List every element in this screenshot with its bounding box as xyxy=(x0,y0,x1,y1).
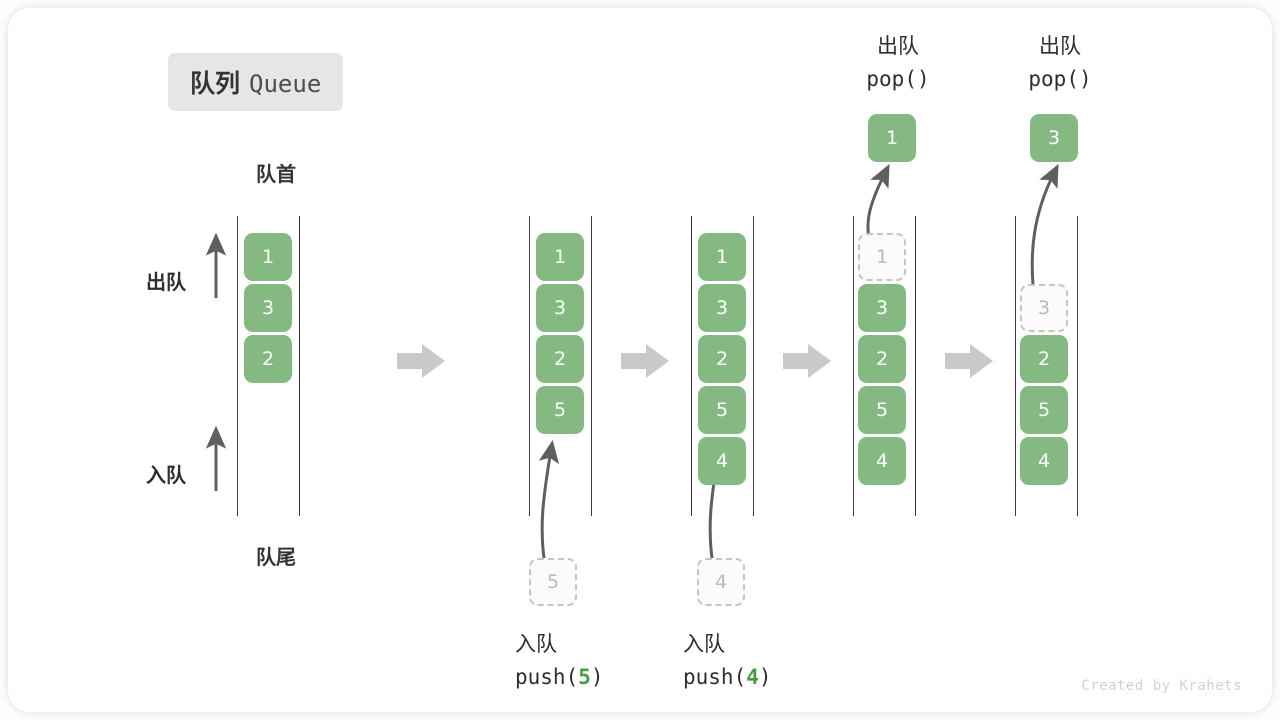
queue-rail-left-4 xyxy=(853,216,854,516)
queue-cell: 4 xyxy=(1020,437,1068,485)
transition-arrow-2 xyxy=(621,344,669,378)
queue-rail-left-3 xyxy=(691,216,692,516)
queue-cell: 3 xyxy=(858,284,906,332)
queue-cell: 2 xyxy=(244,335,292,383)
push-4-code-suffix: ) xyxy=(758,664,772,689)
queue-cell: 5 xyxy=(1020,386,1068,434)
push-5-title: 入队 xyxy=(515,632,557,656)
queue-column-4: 1 3 2 5 4 xyxy=(858,233,906,485)
queue-cell: 2 xyxy=(858,335,906,383)
queue-cell: 1 xyxy=(244,233,292,281)
queue-rail-right-4 xyxy=(915,216,916,516)
title-english: Queue xyxy=(249,70,322,98)
queue-column-2: 1 3 2 5 xyxy=(536,233,584,434)
queue-cell: 3 xyxy=(244,284,292,332)
queue-cell-ghost: 1 xyxy=(858,233,906,281)
queue-cell: 5 xyxy=(858,386,906,434)
queue-rail-right-3 xyxy=(753,216,754,516)
queue-rail-left-1 xyxy=(237,216,238,516)
queue-rail-left-2 xyxy=(529,216,530,516)
title-chinese: 队列 xyxy=(190,69,241,98)
push-4-label: 入队 push(4) xyxy=(683,628,772,693)
push-4-code-arg: 4 xyxy=(746,664,759,689)
pop-1-code: pop() xyxy=(866,66,930,91)
front-label: 队首 xyxy=(256,162,296,186)
queue-rail-left-5 xyxy=(1015,216,1016,516)
arrow-overlay xyxy=(205,163,1059,566)
queue-cell: 3 xyxy=(698,284,746,332)
push-4-code: push(4) xyxy=(683,661,772,694)
queue-cell: 3 xyxy=(536,284,584,332)
title-badge: 队列 Queue xyxy=(168,53,344,111)
pop-1-label: 出队 pop() xyxy=(863,30,933,95)
queue-cell: 1 xyxy=(536,233,584,281)
pop-3-code: pop() xyxy=(1028,66,1092,91)
push-5-label: 入队 push(5) xyxy=(515,628,604,693)
queue-cell-empty xyxy=(1020,233,1068,281)
transition-arrow-4 xyxy=(945,344,993,378)
push-5-arrow xyxy=(538,439,559,566)
queue-cell-ghost: 3 xyxy=(1020,284,1068,332)
queue-column-5: 3 2 5 4 xyxy=(1020,233,1068,485)
queue-column-1: 1 3 2 xyxy=(244,233,292,383)
queue-rail-right-1 xyxy=(299,216,300,516)
queue-cell: 2 xyxy=(536,335,584,383)
push-5-code-arg: 5 xyxy=(578,664,591,689)
queue-column-3: 1 3 2 5 4 xyxy=(698,233,746,485)
dequeue-label: 出队 xyxy=(146,270,186,294)
push-5-code-prefix: push( xyxy=(515,664,579,689)
diagram-card: 队列 Queue 队首 队尾 出队 入队 1 3 2 1 3 2 5 5 入队 … xyxy=(8,8,1272,712)
push-5-code: push(5) xyxy=(515,661,604,694)
queue-cell: 5 xyxy=(536,386,584,434)
popped-cell-3: 3 xyxy=(1030,114,1078,162)
popped-cell-1: 1 xyxy=(868,114,916,162)
credit-text: Created by Krahets xyxy=(1081,678,1242,694)
rear-label: 队尾 xyxy=(256,545,296,569)
queue-cell: 5 xyxy=(698,386,746,434)
queue-rail-right-2 xyxy=(591,216,592,516)
queue-cell: 4 xyxy=(698,437,746,485)
push-4-ghost-cell: 4 xyxy=(697,558,745,606)
pop-3-label: 出队 pop() xyxy=(1025,30,1095,95)
queue-cell: 1 xyxy=(698,233,746,281)
queue-cell: 4 xyxy=(858,437,906,485)
push-4-code-prefix: push( xyxy=(683,664,747,689)
push-5-code-suffix: ) xyxy=(590,664,604,689)
queue-cell: 2 xyxy=(698,335,746,383)
queue-cell: 2 xyxy=(1020,335,1068,383)
transition-arrow-1 xyxy=(397,344,445,378)
transition-arrow-3 xyxy=(783,344,831,378)
push-4-title: 入队 xyxy=(683,632,725,656)
push-5-ghost-cell: 5 xyxy=(529,558,577,606)
enqueue-label: 入队 xyxy=(146,463,186,487)
pop-1-title: 出队 xyxy=(877,34,919,58)
pop-3-title: 出队 xyxy=(1039,34,1081,58)
queue-rail-right-5 xyxy=(1077,216,1078,516)
